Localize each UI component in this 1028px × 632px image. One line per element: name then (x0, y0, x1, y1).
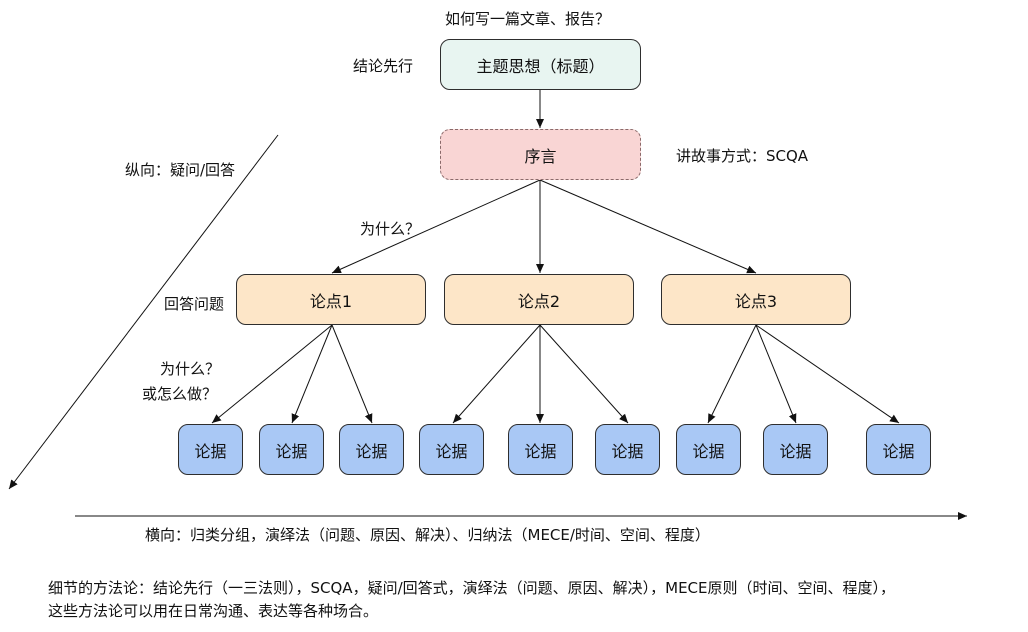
arrow-arg2-to-ev6 (539, 324, 629, 424)
evidence-label: 论据 (524, 441, 557, 461)
arrow-arg3-to-ev7 (707, 324, 757, 424)
evidence-label: 论据 (692, 441, 725, 461)
evidence-node: 论据 (339, 424, 404, 475)
evidence-node: 论据 (178, 424, 243, 475)
arrow-arg3-to-ev8 (755, 324, 797, 424)
evidence-label: 论据 (275, 441, 308, 461)
footer-line-1: 细节的方法论：结论先行（一三法则），SCQA，疑问/回答式，演绎法（问题、原因、… (48, 579, 895, 597)
evidence-label: 论据 (611, 441, 644, 461)
evidence-node: 论据 (676, 424, 741, 475)
storytelling-label: 讲故事方式：SCQA (676, 147, 809, 165)
evidence-node: 论据 (595, 424, 660, 475)
argument-node-1: 论点1 (236, 274, 426, 325)
arrow-arg1-to-ev1 (211, 324, 333, 424)
argument-label: 论点2 (517, 291, 561, 311)
arrow-arg3-to-ev9 (755, 324, 900, 424)
evidence-label: 论据 (435, 441, 468, 461)
title-node: 主题思想（标题） (440, 39, 641, 90)
footer-line-2: 这些方法论可以用在日常沟通、表达等各种场合。 (48, 602, 379, 620)
evidence-node: 论据 (508, 424, 573, 475)
evidence-node: 论据 (419, 424, 484, 475)
evidence-node: 论据 (866, 424, 931, 475)
evidence-label: 论据 (194, 441, 227, 461)
vertical-axis-label: 纵向：疑问/回答 (125, 161, 236, 179)
preface-node-label: 序言 (524, 146, 557, 166)
argument-label: 论点3 (734, 291, 778, 311)
preface-node: 序言 (440, 129, 641, 180)
answer-label: 回答问题 (164, 295, 225, 313)
arrow-preface-to-arg3 (539, 179, 757, 274)
argument-label: 论点1 (309, 291, 353, 311)
conclusion-first-label: 结论先行 (353, 57, 414, 75)
title-node-label: 主题思想（标题） (476, 56, 605, 76)
why-label: 为什么？ (360, 220, 421, 238)
evidence-node: 论据 (259, 424, 324, 475)
arrow-arg2-to-ev4 (452, 324, 541, 424)
horizontal-axis-label: 横向：归类分组，演绎法（问题、原因、解决）、归纳法（MECE/时间、空间、程度） (145, 526, 710, 544)
argument-node-2: 论点2 (444, 274, 634, 325)
argument-node-3: 论点3 (661, 274, 851, 325)
evidence-node: 论据 (763, 424, 828, 475)
arrow-arg1-to-ev3 (331, 324, 373, 424)
vertical-axis-arrow (8, 134, 279, 490)
evidence-label: 论据 (882, 441, 915, 461)
main-question: 如何写一篇文章、报告？ (445, 10, 611, 28)
how-label: 或怎么做？ (142, 385, 218, 403)
evidence-label: 论据 (355, 441, 388, 461)
arrow-preface-to-arg1 (331, 179, 541, 274)
why-label-2: 为什么？ (160, 360, 221, 378)
evidence-label: 论据 (779, 441, 812, 461)
arrow-arg1-to-ev2 (291, 324, 333, 424)
